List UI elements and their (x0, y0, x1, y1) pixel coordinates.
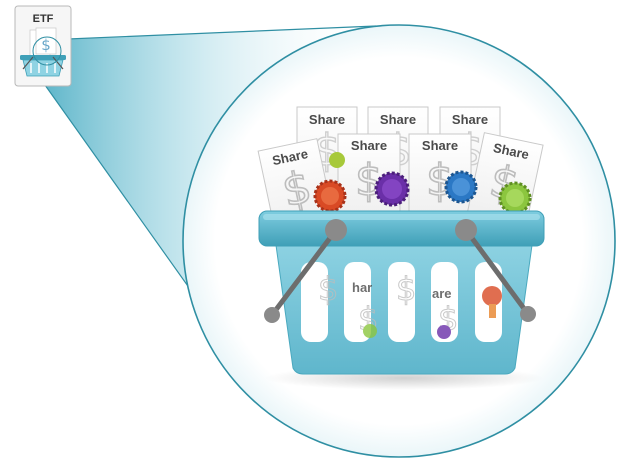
basket: $ har $ $ are $ (258, 210, 545, 375)
svg-text:are: are (432, 286, 452, 301)
seal-yellowgreen-icon (329, 152, 345, 168)
share-label: Share (309, 112, 345, 127)
svg-text:$: $ (396, 270, 416, 308)
etf-label: ETF (33, 13, 54, 25)
seal-blue-icon (444, 170, 478, 204)
basket-contents: $ har $ $ are $ (318, 270, 502, 339)
etf-basket-icon: ETF $ (14, 5, 72, 87)
share-label: Share (380, 112, 416, 127)
seals (313, 152, 532, 215)
seal-purple-icon (374, 171, 410, 207)
svg-text:$: $ (318, 270, 338, 308)
share-label: Share (271, 146, 309, 168)
share-label: Share (422, 138, 458, 153)
svg-text:har: har (352, 280, 372, 295)
seal-green-icon (498, 181, 532, 215)
share-label: Share (452, 112, 488, 127)
share-label: Share (351, 138, 387, 153)
basket-handles (264, 219, 536, 323)
share-label: Share (492, 140, 530, 162)
svg-text:$: $ (41, 36, 51, 54)
seal-red-icon (313, 179, 347, 213)
